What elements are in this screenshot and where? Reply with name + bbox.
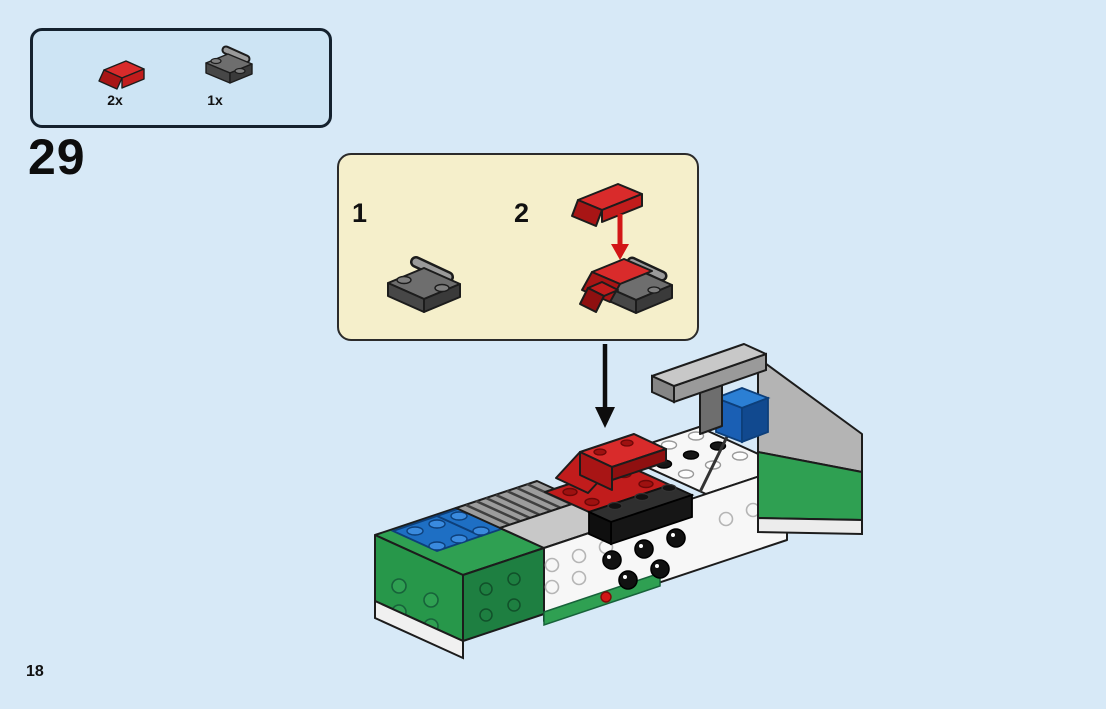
model-blue-seat [713, 387, 771, 444]
part-count-red-slope: 2x [107, 92, 123, 108]
substep2-assembled-icon [579, 256, 673, 314]
substep2-red-arrow-icon [611, 214, 629, 260]
page-number: 18 [26, 663, 44, 680]
model-grille [455, 480, 626, 549]
substep2-red-slope-icon [571, 183, 643, 227]
substep-1-label: 1 [352, 198, 368, 228]
model-side-panels [757, 357, 863, 536]
red-slope-piece-icon [98, 60, 145, 90]
gray-plate-piece-icon [205, 45, 253, 84]
part-count-gray-plate: 1x [207, 92, 223, 108]
model-rear-wing [651, 343, 767, 435]
step-number: 29 [28, 129, 86, 185]
substep1-gray-plate-icon [387, 256, 461, 313]
model-illustration [374, 343, 863, 660]
callout-pointer-arrow-icon [595, 344, 615, 428]
parts-callout-box [30, 28, 332, 128]
model-black-engine-band [586, 483, 695, 546]
model-red-assembly [544, 433, 671, 513]
model-black-round-pieces [602, 528, 686, 590]
substep-2-label: 2 [514, 198, 530, 228]
